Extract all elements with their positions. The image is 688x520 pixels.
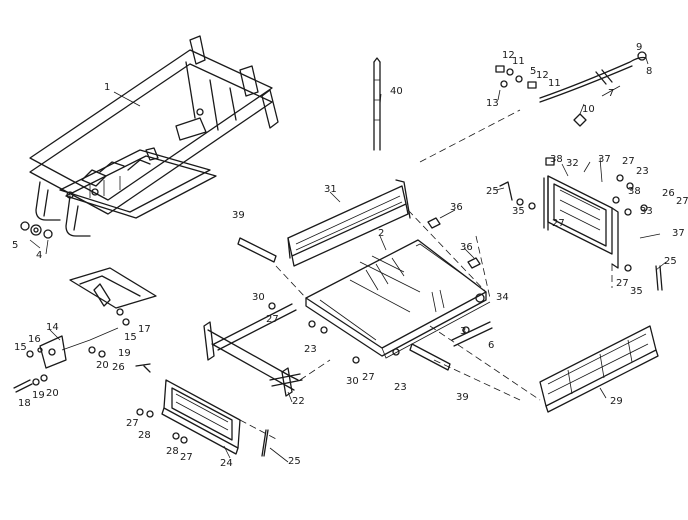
side-panel-31: [287, 179, 411, 267]
callout-label: 27: [180, 452, 193, 463]
callout-label: 30: [346, 376, 359, 387]
callout-label: 6: [488, 340, 494, 351]
callout-label: 26: [662, 188, 675, 199]
callout-label: 5: [12, 240, 18, 251]
callout-label: 17: [138, 324, 151, 335]
callout-label: 37: [672, 228, 685, 239]
rear-support-22: [203, 303, 303, 397]
callout-label: 27: [676, 196, 688, 207]
callout-label: 27: [362, 372, 375, 383]
callout-label: 15: [124, 332, 137, 343]
callout-label: 27: [552, 218, 565, 229]
callout-label: 18: [18, 398, 31, 409]
callout-label: 25: [288, 456, 301, 467]
callout-label: 19: [118, 348, 131, 359]
callout-label: 29: [610, 396, 623, 407]
callout-label: 20: [46, 388, 59, 399]
brake-cable-assembly: [495, 51, 647, 127]
callout-label: 25: [486, 186, 499, 197]
callout-label: 28: [166, 446, 179, 457]
callout-label: 36: [460, 242, 473, 253]
callout-label: 32: [566, 158, 579, 169]
callout-label: 10: [582, 104, 595, 115]
leader-lines: [49, 57, 667, 463]
assembly-lines: [239, 109, 613, 441]
callout-label: 31: [324, 184, 337, 195]
callout-label: 23: [636, 166, 649, 177]
callout-label: 1: [104, 82, 110, 93]
frame-assembly: [29, 35, 279, 237]
callout-label: 23: [394, 382, 407, 393]
callout-label: 37: [598, 154, 611, 165]
callout-label: 38: [550, 154, 563, 165]
callout-label: 7: [608, 88, 614, 99]
callout-label: 22: [292, 396, 305, 407]
callout-label: 25: [664, 256, 677, 267]
callout-label: 24: [220, 458, 233, 469]
callout-label: 36: [450, 202, 463, 213]
callout-label: 27: [616, 278, 629, 289]
callout-label: 11: [548, 78, 561, 89]
callout-label: 38: [628, 186, 641, 197]
callout-label: 14: [46, 322, 59, 333]
callout-label: 13: [486, 98, 499, 109]
callout-label: 35: [630, 286, 643, 297]
callout-label: 19: [32, 390, 45, 401]
callout-label: 4: [36, 250, 42, 261]
callout-label: 3: [460, 326, 466, 337]
small-parts: [135, 174, 663, 457]
callout-label: 9: [636, 42, 642, 53]
callout-label: 27: [266, 314, 279, 325]
callout-label: 33: [640, 206, 653, 217]
callout-label: 26: [112, 362, 125, 373]
callout-label: 39: [456, 392, 469, 403]
callout-label: 20: [96, 360, 109, 371]
callout-label: 15: [14, 342, 27, 353]
callout-label: 23: [304, 344, 317, 355]
callout-label: 40: [390, 86, 403, 97]
callout-label: 35: [512, 206, 525, 217]
callout-label: 39: [232, 210, 245, 221]
callout-label: 5: [530, 66, 536, 77]
tailgate-32: [543, 157, 619, 269]
callout-label: 2: [378, 228, 384, 239]
callout-label: 8: [646, 66, 652, 77]
callout-label: 28: [138, 430, 151, 441]
callout-label: 12: [502, 50, 515, 61]
callout-label: 27: [126, 418, 139, 429]
side-rail-29: [539, 325, 659, 413]
hinge-bracket-14: [13, 267, 157, 393]
tailgate-24: [161, 379, 241, 455]
callout-label: 27: [622, 156, 635, 167]
callout-label: 34: [496, 292, 509, 303]
callout-label: 30: [252, 292, 265, 303]
callout-label: 12: [536, 70, 549, 81]
cargo-bed-2: [305, 239, 491, 359]
rod-40: [373, 57, 381, 151]
callout-label: 16: [28, 334, 41, 345]
frame-hardware-5-4: [20, 221, 53, 255]
callout-label: 11: [512, 56, 525, 67]
